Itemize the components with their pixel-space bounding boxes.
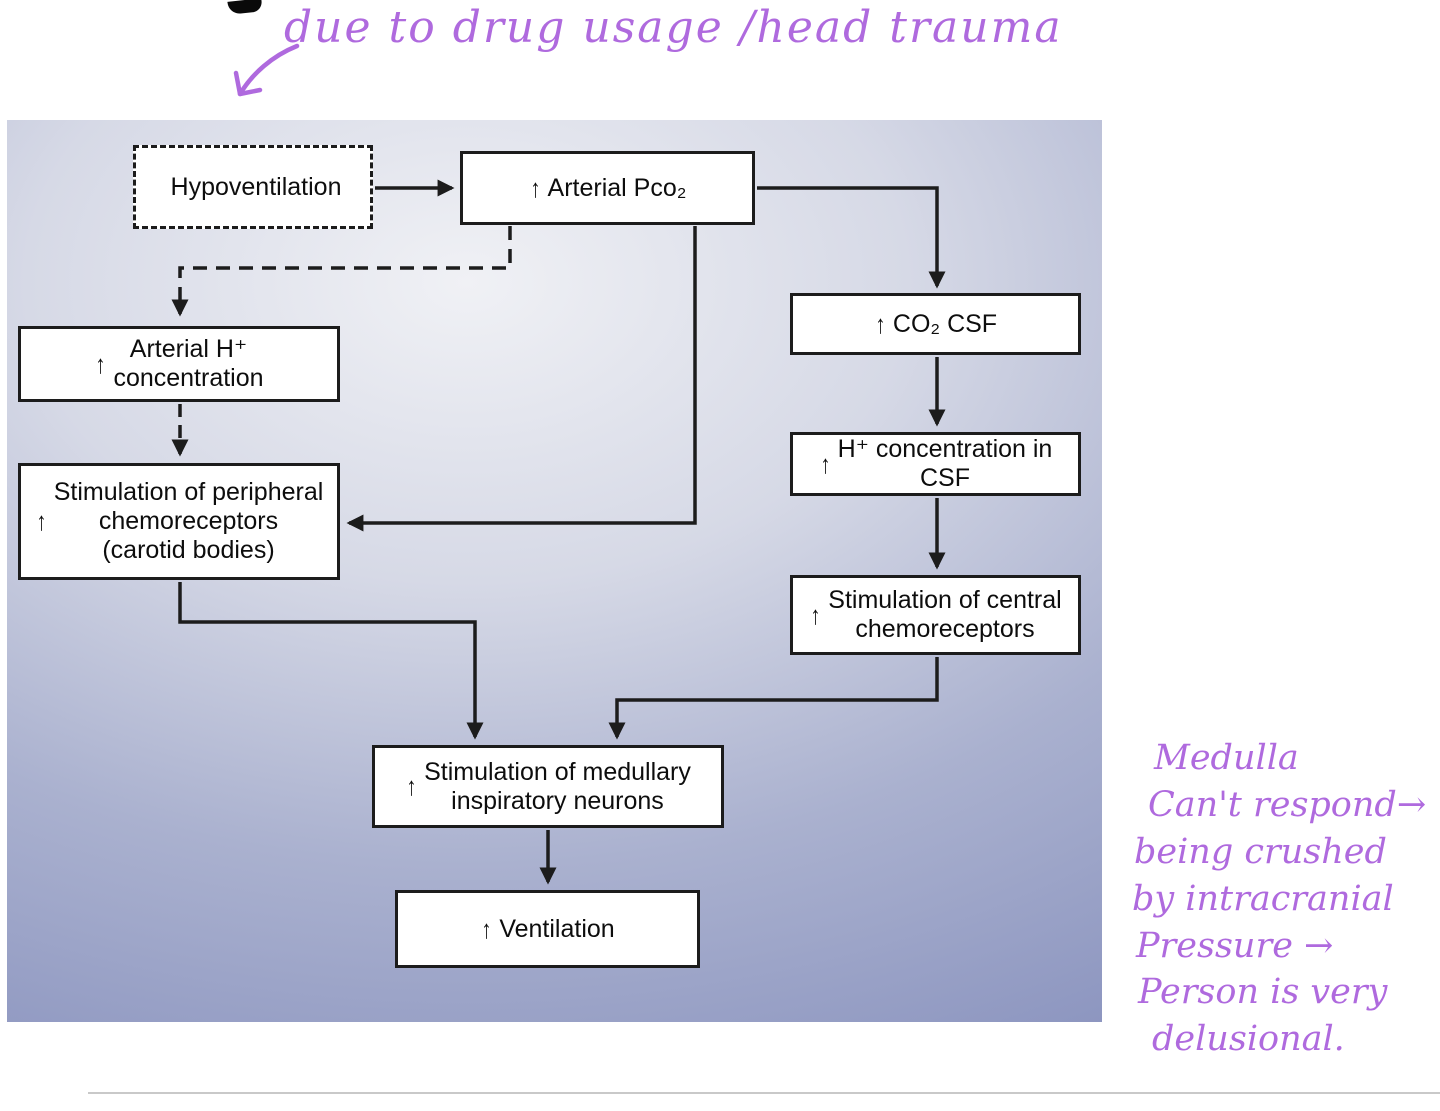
node-peripheral-chemoreceptors: ↑ Stimulation of peripheral chemorecepto…: [18, 463, 340, 580]
node-label: Arterial Pco₂: [547, 173, 687, 202]
node-central-chemoreceptors: ↑ Stimulation of central chemoreceptors: [790, 575, 1081, 655]
node-co2-csf: ↑ CO₂ CSF: [790, 293, 1081, 355]
node-label: H⁺ concentration in CSF: [837, 435, 1053, 492]
node-label: Arterial H⁺ concentration: [113, 335, 264, 392]
node-label: Ventilation: [499, 914, 615, 943]
node-arterial-pco2: ↑ Arterial Pco₂: [460, 151, 755, 225]
up-arrow-icon: ↑: [36, 506, 47, 537]
node-medullary-inspiratory-neurons: ↑ Stimulation of medullary inspiratory n…: [372, 745, 724, 828]
node-hypoventilation: Hypoventilation: [133, 145, 373, 229]
up-arrow-icon: ↑: [406, 771, 417, 802]
node-label: Stimulation of peripheral chemoreceptors…: [53, 478, 324, 564]
side-note-line: Can't respond→: [1148, 784, 1427, 825]
side-note-line: Person is very: [1138, 972, 1388, 1013]
up-arrow-icon: ↑: [481, 913, 493, 944]
up-arrow-icon: ↑: [819, 448, 831, 479]
node-h-concentration-in-csf: ↑ H⁺ concentration in CSF: [790, 432, 1081, 496]
node-label: CO₂ CSF: [892, 309, 998, 338]
node-label: Stimulation of central chemoreceptors: [828, 586, 1062, 643]
side-note-line: delusional.: [1152, 1019, 1345, 1060]
side-note-line: Pressure →: [1136, 925, 1334, 966]
bottom-divider: [88, 1092, 1440, 1094]
up-arrow-icon: ↑: [95, 348, 107, 379]
handwritten-arrow: [237, 43, 300, 97]
up-arrow-icon: ↑: [875, 308, 886, 339]
node-arterial-h-concentration: ↑ Arterial H⁺ concentration: [18, 326, 340, 402]
node-label: Stimulation of medullary inspiratory neu…: [424, 757, 691, 815]
up-arrow-icon: ↑: [810, 599, 821, 630]
side-note-line: being crushed: [1134, 831, 1387, 872]
node-ventilation: ↑ Ventilation: [395, 890, 700, 968]
up-arrow-icon: ↑: [529, 172, 541, 203]
handwritten-arrowhead: [233, 70, 263, 97]
side-note-line: Medulla: [1154, 738, 1299, 778]
node-label: Hypoventilation: [170, 172, 342, 201]
cropped-heading-remnant: [227, 0, 263, 15]
handwritten-side-note: Medulla Can't respond→ being crushed by …: [1132, 735, 1438, 1063]
handwritten-top-note: due to drug usage /head trauma: [284, 2, 1063, 53]
side-note-line: by intracranial: [1132, 878, 1394, 919]
